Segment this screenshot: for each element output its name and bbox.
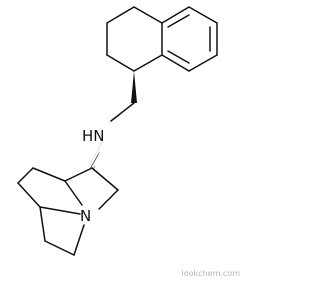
bridgehead-nitrogen-label: N [80,207,91,225]
tetrahydro-ring [106,6,163,72]
watermark: lookchem.com [181,269,240,278]
wedge-bond [131,71,137,103]
amine-label: HN [82,127,105,145]
benzene-ring [161,6,218,72]
hashed-wedge-bond [88,141,103,169]
chemical-structure: HN N [17,6,218,256]
methylene-linker [110,102,135,122]
quinuclidine-cage [17,167,119,256]
